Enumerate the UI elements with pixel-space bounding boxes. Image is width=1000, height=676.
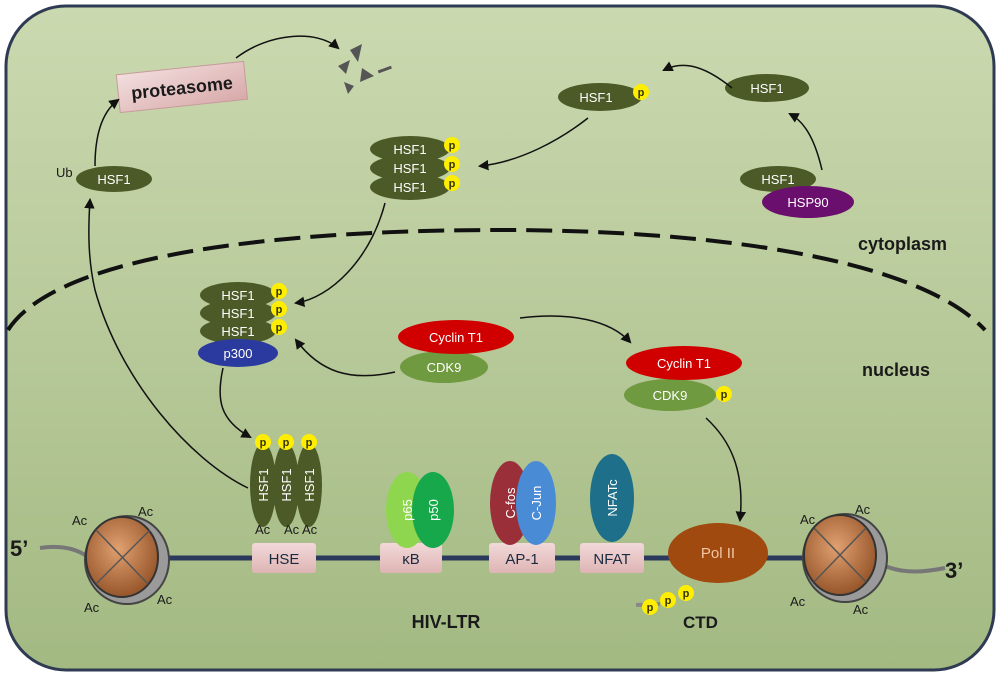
svg-text:p50: p50 — [426, 499, 441, 521]
nuclear-envelope — [6, 227, 987, 332]
arrow-trimerization — [477, 117, 589, 171]
svg-text:p: p — [283, 437, 290, 449]
ac-label: Ac — [284, 522, 300, 537]
hsf1-hsp90-complex: HSF1 HSP90 — [740, 166, 854, 218]
nfkb-p65-p50: p65 p50 — [386, 472, 454, 548]
svg-text:κB: κB — [402, 551, 420, 568]
nfatc: NFATc — [590, 454, 634, 542]
svg-text:p: p — [665, 595, 672, 607]
svg-text:NFAT: NFAT — [593, 551, 630, 568]
five-prime-label: 5’ — [10, 536, 28, 561]
ac-label: Ac — [800, 512, 816, 527]
ac-label: Ac — [255, 522, 271, 537]
site-ap1: AP-1 — [489, 543, 555, 573]
svg-text:HSF1: HSF1 — [761, 172, 794, 187]
nucleus-label: nucleus — [862, 360, 930, 380]
ac-label: Ac — [138, 504, 154, 519]
ptefb-phosphorylated: CDK9 Cyclin T1 p — [624, 346, 742, 411]
arrow-ptefb-activation — [519, 315, 632, 344]
ub-label: Ub — [56, 165, 73, 180]
svg-text:p: p — [276, 286, 283, 298]
ctd-label: CTD — [683, 613, 718, 632]
proteasome: proteasome — [115, 60, 249, 114]
svg-text:C-fos: C-fos — [503, 487, 518, 519]
svg-text:HSF1: HSF1 — [221, 306, 254, 321]
svg-text:HSE: HSE — [269, 551, 300, 568]
three-prime-label: 3’ — [945, 558, 963, 583]
ap1-cfos-cjun: C-fos C-Jun — [490, 461, 556, 545]
arrow-nuclear-import — [293, 202, 386, 307]
arrow-ptefb-to-hsf1 — [294, 338, 396, 377]
svg-text:HSF1: HSF1 — [393, 142, 426, 157]
svg-text:HSF1: HSF1 — [750, 81, 783, 96]
svg-text:HSF1: HSF1 — [393, 180, 426, 195]
svg-text:p: p — [721, 389, 728, 401]
degradation-fragments — [338, 44, 392, 94]
svg-text:HSF1: HSF1 — [256, 468, 271, 501]
svg-text:HSF1: HSF1 — [221, 288, 254, 303]
site-nfat: NFAT — [580, 543, 644, 573]
svg-text:CDK9: CDK9 — [427, 360, 462, 375]
ac-label: Ac — [853, 602, 869, 617]
svg-text:HSF1: HSF1 — [579, 90, 612, 105]
svg-text:p: p — [276, 322, 283, 334]
pol-ii: Pol II — [668, 523, 768, 583]
arrow-to-proteasome — [94, 98, 120, 167]
ptefb-complex: CDK9 Cyclin T1 — [398, 320, 514, 383]
svg-text:p: p — [683, 588, 690, 600]
svg-text:CDK9: CDK9 — [653, 388, 688, 403]
hsf1-trimer-cytoplasm: HSF1 HSF1 HSF1 p p p — [370, 136, 460, 200]
svg-text:NFATc: NFATc — [605, 479, 620, 517]
svg-text:HSF1: HSF1 — [302, 468, 317, 501]
svg-text:p: p — [260, 437, 267, 449]
svg-text:HSF1: HSF1 — [221, 324, 254, 339]
svg-text:Cyclin T1: Cyclin T1 — [429, 330, 483, 345]
svg-text:p: p — [638, 87, 645, 99]
svg-text:p: p — [449, 178, 456, 190]
ac-label: Ac — [302, 522, 318, 537]
svg-text:HSF1: HSF1 — [97, 172, 130, 187]
svg-text:p: p — [647, 602, 654, 614]
svg-text:p: p — [306, 437, 313, 449]
arrow-hsp90-release — [788, 113, 823, 171]
ac-label: Ac — [790, 594, 806, 609]
arrow-phosphorylation — [662, 61, 733, 89]
site-kb: κB — [380, 543, 442, 573]
svg-text:HSF1: HSF1 — [393, 161, 426, 176]
ac-label: Ac — [855, 502, 871, 517]
ac-label: Ac — [72, 513, 88, 528]
svg-text:p: p — [449, 159, 456, 171]
arrow-degradation — [235, 35, 340, 59]
ctd-phosphates: p p p — [642, 585, 694, 615]
arrows — [84, 35, 823, 523]
site-hse: HSE — [252, 543, 316, 573]
svg-text:p: p — [276, 304, 283, 316]
arrow-ptefb-to-pol2 — [705, 417, 747, 523]
svg-text:p: p — [449, 140, 456, 152]
svg-text:p65: p65 — [400, 499, 415, 521]
svg-text:Pol II: Pol II — [701, 545, 735, 562]
cytoplasm-label: cytoplasm — [858, 234, 947, 254]
nucleosome-left — [84, 515, 170, 605]
arrow-to-hse — [219, 367, 252, 439]
hsf1-phosphorylated: HSF1 p — [558, 83, 649, 111]
svg-text:HSF1: HSF1 — [279, 468, 294, 501]
hsf1-free: HSF1 — [725, 74, 809, 102]
svg-text:Cyclin T1: Cyclin T1 — [657, 356, 711, 371]
hsf1-trimer-bound: HSF1 HSF1 HSF1 p p p — [250, 434, 322, 527]
dna-tail-right — [884, 564, 946, 574]
hsf1-ubiquitinated: HSF1 — [76, 166, 152, 192]
svg-text:C-Jun: C-Jun — [529, 486, 544, 521]
arrow-export-ub — [84, 197, 249, 489]
ac-label: Ac — [157, 592, 173, 607]
hiv-ltr-label: HIV-LTR — [412, 612, 481, 632]
svg-text:HSP90: HSP90 — [787, 195, 828, 210]
nucleosome-right — [802, 513, 888, 603]
svg-text:AP-1: AP-1 — [505, 551, 538, 568]
hsf1-trimer-p300: HSF1 HSF1 HSF1 p p p p300 — [198, 282, 287, 367]
svg-text:p300: p300 — [224, 346, 253, 361]
ac-label: Ac — [84, 600, 100, 615]
